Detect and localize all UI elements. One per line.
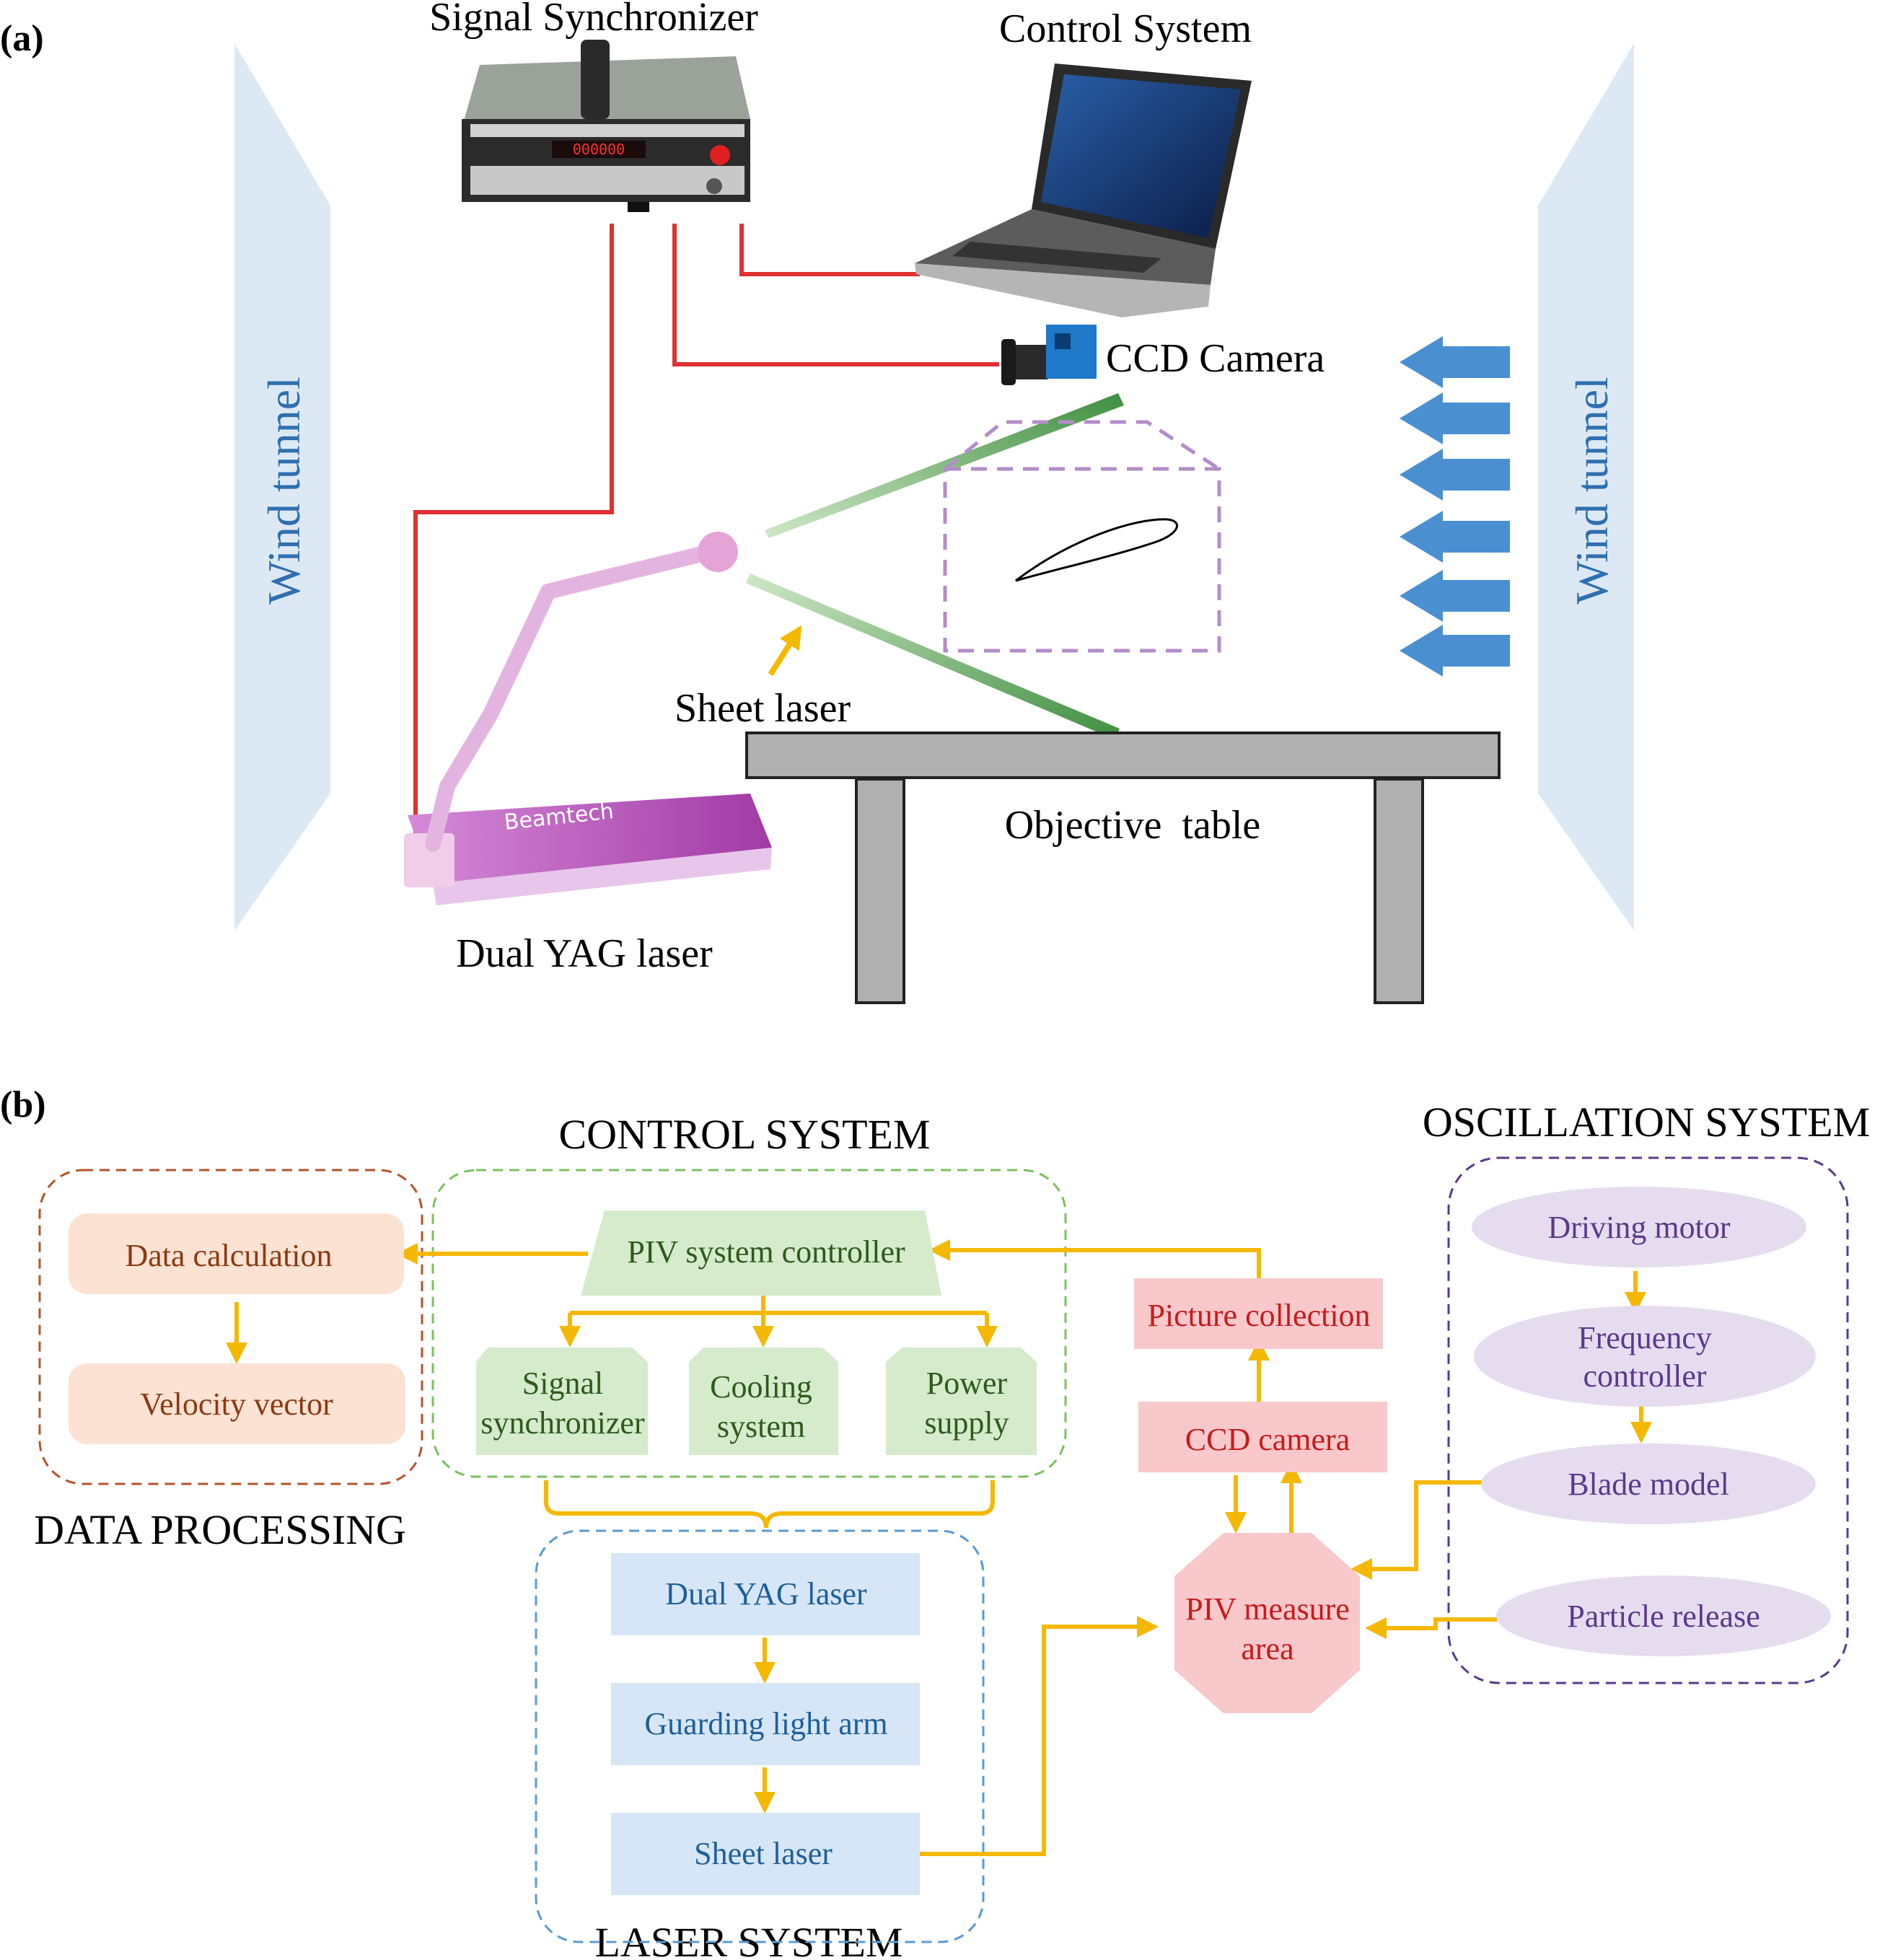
dual-yag-laser-label: Dual YAG laser <box>456 931 713 976</box>
wind-tunnel-right: Wind tunnel <box>1538 43 1634 931</box>
piv-area-text-line1: PIV measure <box>1185 1591 1350 1627</box>
data-processing-title: DATA PROCESSING <box>34 1506 406 1553</box>
picture-collection-text: Picture collection <box>1147 1298 1370 1333</box>
node-driving-motor: Driving motor <box>1472 1187 1806 1267</box>
sheet-laser-text: Sheet laser <box>694 1836 833 1871</box>
flow-arrow <box>1400 336 1510 388</box>
piv-area-text-line2: area <box>1241 1631 1293 1666</box>
flow-arrow <box>1400 449 1510 501</box>
node-piv-measure-area: PIV measure area <box>1174 1533 1360 1713</box>
panel-b-label: (b) <box>0 1084 46 1125</box>
flow-arrow <box>1400 392 1510 444</box>
node-ccd-camera: CCD camera <box>1138 1402 1387 1472</box>
ccd-camera-icon <box>1001 325 1097 385</box>
node-cooling-system: Cooling system <box>689 1348 838 1455</box>
oscillation-system-title: OSCILLATION SYSTEM <box>1423 1099 1870 1146</box>
laser-system-frame <box>535 1529 985 1943</box>
control-system-title: CONTROL SYSTEM <box>558 1111 930 1158</box>
laser-sheet-beams <box>746 393 1124 739</box>
node-picture-collection: Picture collection <box>1134 1278 1383 1349</box>
node-data-calculation: Data calculation <box>69 1213 404 1294</box>
wind-tunnel-right-label: Wind tunnel <box>1566 377 1617 605</box>
signal-synchronizer-device: 000000 <box>462 40 750 212</box>
node-sheet-laser: Sheet laser <box>611 1813 920 1895</box>
flow-arrow <box>1400 625 1510 677</box>
cooling-text-line2: system <box>717 1409 805 1444</box>
ccd-camera-text: CCD camera <box>1185 1422 1350 1457</box>
frequency-text-line2: controller <box>1583 1358 1706 1394</box>
frequency-text-line1: Frequency <box>1578 1320 1712 1355</box>
wind-tunnel-left: Wind tunnel <box>234 43 330 931</box>
data-calculation-text: Data calculation <box>125 1238 332 1273</box>
particle-release-text: Particle release <box>1567 1599 1760 1634</box>
node-guarding-light-arm: Guarding light arm <box>611 1683 920 1765</box>
node-particle-release: Particle release <box>1496 1576 1831 1656</box>
cooling-text-line1: Cooling <box>710 1369 812 1405</box>
laser-system-title: LASER SYSTEM <box>594 1919 902 1960</box>
piv-controller-text: PIV system controller <box>627 1234 905 1270</box>
signal-sync-text-line2: synchronizer <box>480 1405 645 1441</box>
blade-model-text: Blade model <box>1568 1467 1729 1502</box>
arrow-blade-to-piv <box>1350 1480 1483 1580</box>
signal-synchronizer-label: Signal Synchronizer <box>429 0 758 40</box>
signal-sync-text-line1: Signal <box>522 1366 603 1401</box>
driving-motor-text: Driving motor <box>1548 1210 1731 1245</box>
sheet-laser-label: Sheet laser <box>675 686 851 731</box>
node-power-supply: Power supply <box>886 1348 1037 1455</box>
cable-sync-to-laser <box>413 224 614 855</box>
panel-a-label: (a) <box>0 18 44 59</box>
guarding-arm-text: Guarding light arm <box>644 1706 887 1741</box>
cable-sync-to-laptop <box>739 224 920 276</box>
node-piv-system-controller: PIV system controller <box>581 1210 941 1296</box>
arrow-particle-to-piv <box>1365 1617 1497 1639</box>
flow-connectors <box>226 1239 1652 1856</box>
objective-table-label: Objective table <box>1005 803 1261 848</box>
data-processing-frame <box>38 1169 423 1485</box>
node-frequency-controller: Frequency controller <box>1474 1306 1816 1407</box>
laptop-icon <box>915 63 1252 317</box>
oscillation-system-frame <box>1447 1156 1849 1684</box>
wind-tunnel-left-label: Wind tunnel <box>258 377 309 605</box>
node-signal-synchronizer: Signal synchronizer <box>476 1348 648 1455</box>
node-blade-model: Blade model <box>1481 1443 1816 1524</box>
measurement-area <box>943 420 1221 653</box>
bracket-control-to-laser <box>544 1480 995 1529</box>
flow-arrow <box>1400 570 1510 622</box>
flow-arrows <box>1400 336 1510 677</box>
node-dual-yag-laser: Dual YAG laser <box>611 1553 920 1635</box>
sheet-laser-pointer <box>768 625 802 677</box>
arrow-picture-to-controller <box>928 1239 1261 1278</box>
control-system-label: Control System <box>999 6 1252 51</box>
dual-yag-laser-device: Beamtech <box>404 532 772 905</box>
arrow-sheet-to-piv <box>920 1616 1159 1856</box>
blade-airfoil <box>1015 518 1178 582</box>
velocity-vector-text: Velocity vector <box>140 1386 333 1422</box>
objective-table <box>745 731 1501 1004</box>
power-text-line2: supply <box>924 1405 1009 1441</box>
flow-arrow <box>1400 511 1510 563</box>
ccd-camera-label: CCD Camera <box>1106 336 1325 381</box>
cable-sync-to-camera <box>672 224 999 366</box>
cables <box>413 224 999 855</box>
node-velocity-vector: Velocity vector <box>69 1363 405 1444</box>
dual-yag-text: Dual YAG laser <box>665 1576 867 1612</box>
control-system-frame <box>431 1169 1067 1478</box>
svg-text:000000: 000000 <box>573 141 625 158</box>
power-text-line1: Power <box>926 1366 1008 1401</box>
